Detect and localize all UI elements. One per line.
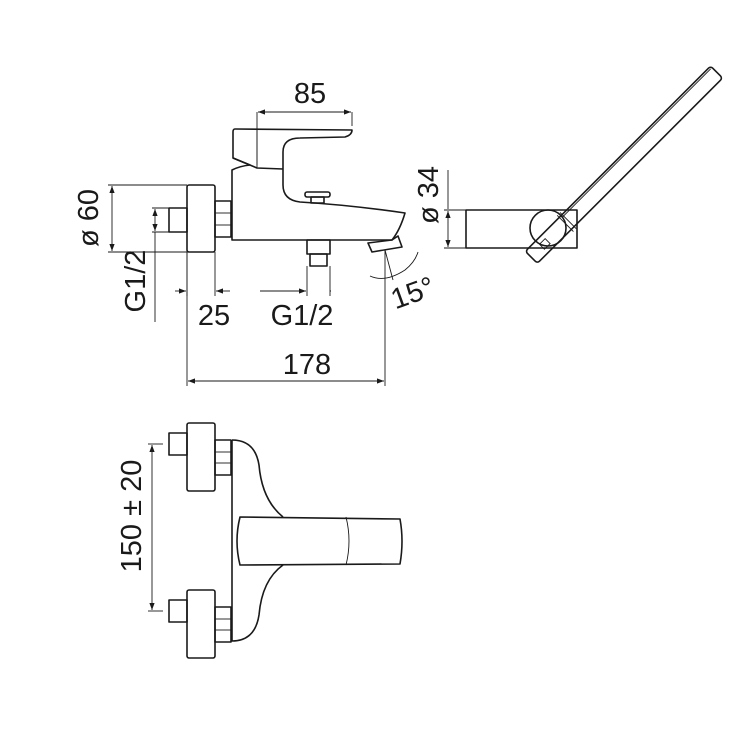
inlet-stub-bottom <box>168 599 188 623</box>
dimension-25: 25 <box>175 252 230 332</box>
spout-outlet <box>367 235 403 253</box>
dimension-label: 150 ± 20 <box>116 460 148 573</box>
hand-shower-holder <box>465 66 723 263</box>
connector-nut-top <box>214 439 232 476</box>
wall-flange-bottom <box>186 589 216 659</box>
connector-nut-bottom <box>214 606 232 643</box>
dimension-inlet-spacing: 150 ± 20 <box>116 443 163 612</box>
dimension-outlet-thread: G1/2 <box>260 266 333 332</box>
dimension-label: 178 <box>283 349 331 381</box>
dimension-label: ø 60 <box>73 189 105 247</box>
dimension-label: G1/2 <box>120 250 152 313</box>
dimension-holder-diameter: ø 34 <box>413 166 466 249</box>
side-view-mixer <box>168 128 406 267</box>
diverter-knob <box>304 191 331 204</box>
dimension-label: ø 34 <box>413 166 445 224</box>
dimension-label: 15° <box>387 271 439 316</box>
dimension-label: G1/2 <box>271 300 334 332</box>
front-view-mixer <box>168 422 403 659</box>
hand-shower <box>525 66 723 263</box>
dimension-label: 25 <box>198 300 230 332</box>
dimension-label: 85 <box>294 78 326 110</box>
wall-flange <box>186 184 216 253</box>
mixer-body <box>231 128 406 241</box>
dimension-inlet-thread: G1/2 <box>120 207 169 322</box>
wall-holder <box>465 209 578 249</box>
dimension-angle: 15° <box>369 249 439 316</box>
mixer-body-front <box>231 439 284 642</box>
lever-front <box>236 516 403 566</box>
inlet-stub-top <box>168 432 188 456</box>
dimension-flange-diameter: ø 60 <box>73 184 187 253</box>
wall-flange-top <box>186 422 216 492</box>
connector-nut <box>214 200 232 238</box>
dimension-85: 85 <box>256 78 353 165</box>
dimension-178: 178 <box>186 250 386 386</box>
inlet-stub <box>168 207 188 233</box>
shower-outlet-connector <box>306 239 331 267</box>
